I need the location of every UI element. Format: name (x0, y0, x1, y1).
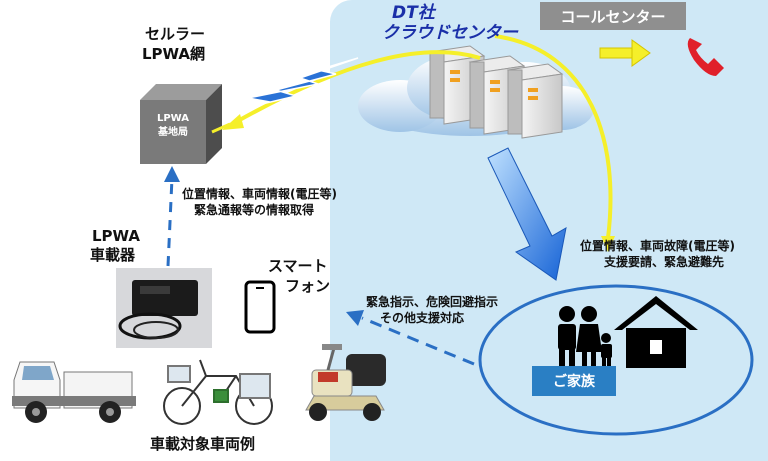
cellular-network-label-line2: LPWA網 (142, 45, 206, 63)
wireless-lightning-icon (227, 57, 359, 113)
base-station-label-line1: LPWA (156, 113, 190, 124)
house-icon (614, 296, 698, 368)
family-instructions-line2: その他支援対応 (380, 311, 465, 325)
base-station-icon (140, 84, 222, 164)
cellular-network-label-line1: セルラー (145, 25, 206, 43)
truck-icon (12, 361, 136, 423)
tricycle-icon (163, 359, 273, 425)
base-station-label-line2: 基地局 (158, 127, 188, 138)
family-label: ご家族 (532, 366, 616, 396)
family-people-icon (558, 306, 612, 368)
smartphone-label-line2: フォン (285, 277, 331, 295)
home-info-line1: 位置情報、車両故障(電圧等) (580, 239, 735, 253)
device-label-line1: LPWA (92, 227, 141, 245)
home-info-line2: 支援要請、緊急避難先 (604, 255, 725, 269)
yellow-arrow-to-home (494, 34, 615, 252)
smartphone-label-line1: スマート (268, 257, 328, 275)
blue-arrow-to-home (487, 147, 567, 281)
mobility-scooter-icon (305, 344, 386, 421)
dashed-arrow-device-to-base (164, 166, 180, 267)
server-rack-icon (428, 45, 564, 139)
dashed-arrow-family-to-phone (346, 310, 475, 366)
lpwa-device-image (116, 268, 212, 348)
family-instructions-line1: 緊急指示、危険回避指示 (366, 295, 499, 309)
arrow-into-base (211, 122, 231, 134)
uplink-info-line1: 位置情報、車両情報(電圧等) (182, 187, 337, 201)
phone-icon (687, 38, 724, 76)
smartphone-icon (244, 280, 276, 334)
family-ellipse (478, 284, 754, 436)
cloud-center-title-line1: DT社 (392, 3, 435, 23)
device-label-line2: 車載器 (90, 246, 136, 264)
yellow-arrow-to-phone (599, 39, 651, 67)
vehicles-caption: 車載対象車両例 (150, 435, 256, 453)
uplink-info-line2: 緊急通報等の情報取得 (194, 203, 315, 217)
cloud-center-title-line2: クラウドセンター (382, 23, 518, 43)
call-center-label: コールセンター (540, 2, 686, 30)
